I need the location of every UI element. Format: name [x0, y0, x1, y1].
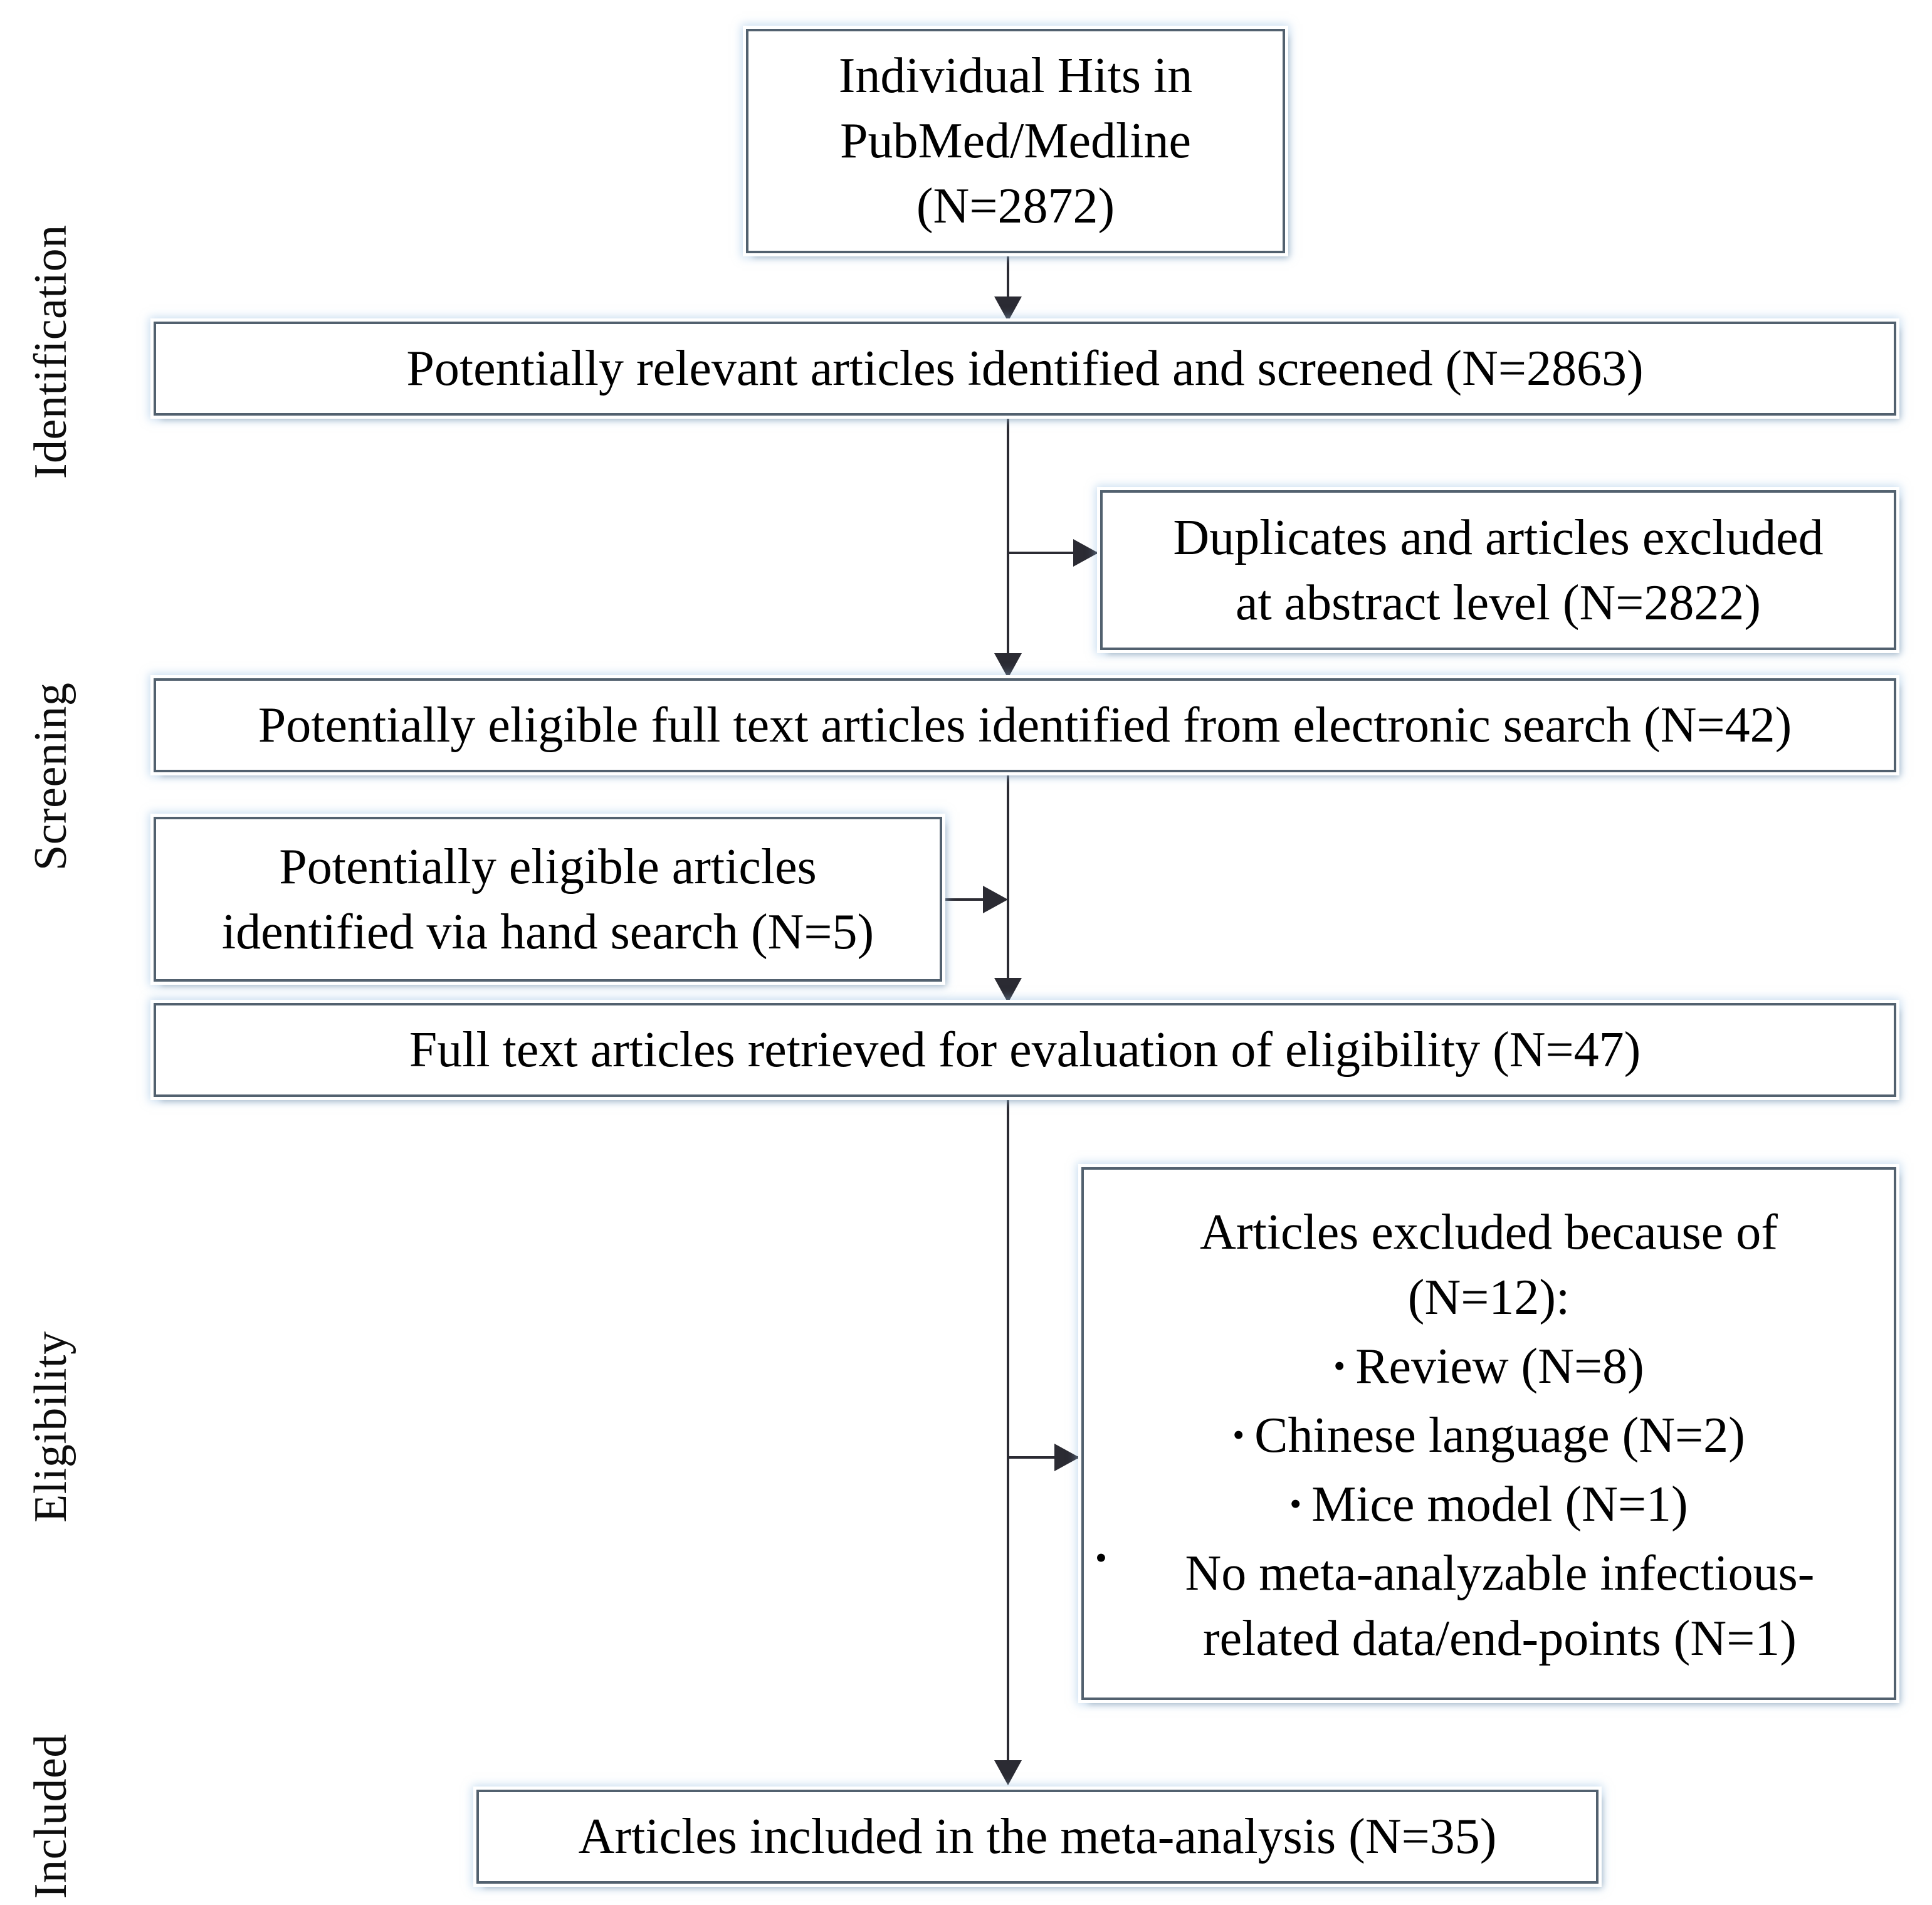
connector-retrieved-to-included [1007, 1097, 1009, 1765]
connector-to-excluded [1007, 1456, 1079, 1459]
stage-label-identification: Identification [25, 224, 76, 479]
excluded-reason-label: Review (N=8) [1355, 1339, 1644, 1394]
box-articles-excluded-reasons: Articles excluded because of (N=12): •Re… [1081, 1167, 1896, 1700]
box-eligible-full-text-electronic-text: Potentially eligible full text articles … [258, 698, 1792, 753]
arrowhead-to-duplicates [1073, 539, 1098, 567]
box-articles-included: Articles included in the meta-analysis (… [476, 1790, 1599, 1884]
excluded-reason-label: Mice model (N=1) [1311, 1477, 1688, 1532]
excluded-reason-item: •Chinese language (N=2) [1095, 1403, 1882, 1468]
box-articles-excluded-heading: Articles excluded because of (N=12): [1200, 1205, 1778, 1325]
stage-label-screening: Screening [25, 682, 76, 871]
box-individual-hits: Individual Hits in PubMed/Medline (N=287… [746, 29, 1285, 253]
bullet-icon: • [1232, 1416, 1245, 1454]
arrowhead-identification-to-screened [994, 297, 1022, 322]
excluded-reason-label: Chinese language (N=2) [1254, 1408, 1745, 1463]
excluded-reason-item: • No meta-analyzable infectious- related … [1095, 1541, 1882, 1671]
box-potentially-relevant-screened-text: Potentially relevant articles identified… [406, 341, 1644, 396]
box-duplicates-excluded: Duplicates and articles excluded at abst… [1100, 490, 1896, 650]
excluded-reasons-list: •Review (N=8) •Chinese language (N=2) •M… [1095, 1334, 1882, 1671]
arrowhead-retrieved-to-included [994, 1760, 1022, 1785]
arrowhead-handsearch-to-trunk [983, 886, 1008, 913]
box-eligible-hand-search-text: Potentially eligible articles identified… [221, 839, 874, 960]
box-articles-included-text: Articles included in the meta-analysis (… [578, 1809, 1497, 1864]
box-eligible-full-text-electronic: Potentially eligible full text articles … [154, 678, 1896, 772]
connector-to-duplicates [1007, 552, 1098, 554]
connector-fulltext-to-retrieved [1007, 772, 1009, 982]
box-duplicates-excluded-text: Duplicates and articles excluded at abst… [1173, 510, 1824, 631]
box-eligible-hand-search: Potentially eligible articles identified… [154, 817, 942, 982]
bullet-icon: • [1095, 1539, 1107, 1577]
box-individual-hits-text: Individual Hits in PubMed/Medline (N=287… [838, 48, 1193, 234]
box-full-text-retrieved-text: Full text articles retrieved for evaluat… [409, 1022, 1641, 1078]
bullet-icon: • [1333, 1347, 1346, 1385]
box-full-text-retrieved: Full text articles retrieved for evaluat… [154, 1003, 1896, 1097]
arrowhead-to-excluded [1054, 1444, 1079, 1471]
excluded-reason-item: •Mice model (N=1) [1095, 1472, 1882, 1537]
connector-screened-to-fulltext [1007, 416, 1009, 657]
connector-handsearch-to-trunk [942, 898, 984, 901]
excluded-reason-item: •Review (N=8) [1095, 1334, 1882, 1399]
arrowhead-screened-to-fulltext [994, 653, 1022, 678]
stage-label-eligibility: Eligibility [25, 1331, 76, 1523]
stage-label-included: Included [25, 1734, 76, 1899]
arrowhead-fulltext-to-retrieved [994, 978, 1022, 1003]
excluded-reason-label: No meta-analyzable infectious- related d… [1185, 1546, 1815, 1666]
bullet-icon: • [1289, 1485, 1302, 1523]
connector-identification-to-screened [1007, 253, 1009, 300]
box-potentially-relevant-screened: Potentially relevant articles identified… [154, 322, 1896, 416]
